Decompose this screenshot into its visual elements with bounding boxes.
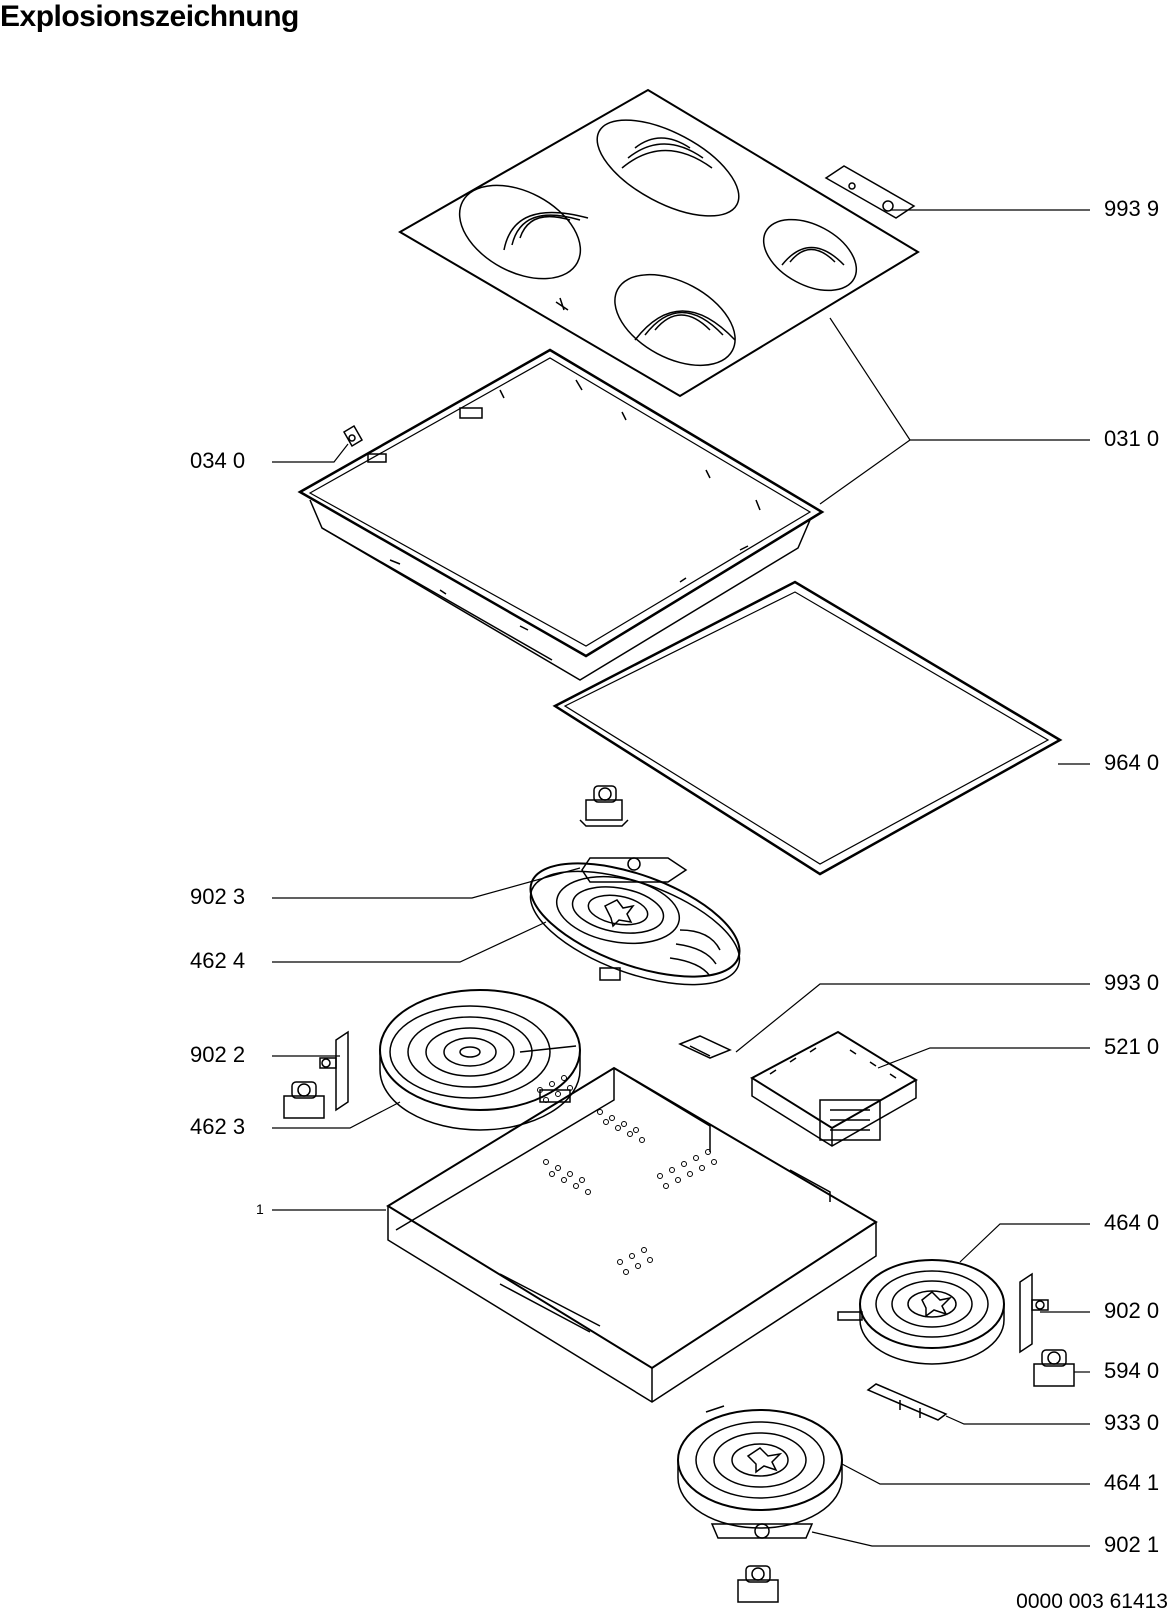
label-1: 1 xyxy=(256,1201,264,1217)
label-462-4: 462 4 xyxy=(190,948,246,973)
leader-lines xyxy=(272,209,1090,1547)
label-594-0: 594 0 xyxy=(1104,1358,1160,1383)
heater-462-3 xyxy=(379,989,581,1131)
part-034-0 xyxy=(342,424,364,448)
page-title: Explosionszeichnung xyxy=(0,0,299,33)
thermostat-top xyxy=(579,785,629,827)
label-902-0: 902 0 xyxy=(1104,1298,1160,1323)
frame xyxy=(297,348,825,681)
bracket-902-2 xyxy=(319,1030,349,1112)
bracket-902-3 xyxy=(581,857,688,883)
label-902-3: 902 3 xyxy=(190,884,246,909)
part-993-0 xyxy=(678,1035,732,1059)
control-unit-521-0 xyxy=(750,1030,918,1147)
heater-464-0 xyxy=(837,1259,1005,1365)
label-993-9: 993 9 xyxy=(1104,196,1160,221)
sensor-933-0 xyxy=(866,1383,948,1421)
heater-464-1 xyxy=(677,1405,843,1529)
label-462-3: 462 3 xyxy=(190,1114,246,1139)
bracket-902-1 xyxy=(710,1523,814,1539)
label-993-0: 993 0 xyxy=(1104,970,1160,995)
thermostat-left xyxy=(283,1081,325,1119)
label-464-0: 464 0 xyxy=(1104,1210,1160,1235)
base-tray xyxy=(386,1066,878,1403)
label-521-0: 521 0 xyxy=(1104,1034,1160,1059)
heater-462-4 xyxy=(529,862,741,986)
glass-ceramic-top xyxy=(398,88,920,398)
document-number: 0000 003 61413 xyxy=(1016,1590,1168,1613)
bracket-902-0 xyxy=(1019,1272,1049,1354)
label-464-1: 464 1 xyxy=(1104,1470,1160,1495)
vent-holes xyxy=(537,1075,717,1275)
label-902-1: 902 1 xyxy=(1104,1532,1160,1557)
thermostat-594-0 xyxy=(1033,1349,1075,1387)
label-964-0: 964 0 xyxy=(1104,750,1160,775)
label-902-2: 902 2 xyxy=(190,1042,246,1067)
gasket xyxy=(552,580,1063,876)
label-034-0: 034 0 xyxy=(190,448,246,473)
thermostat-bottom xyxy=(737,1565,779,1603)
part-993-9 xyxy=(824,165,916,219)
label-933-0: 933 0 xyxy=(1104,1410,1160,1435)
label-031-0: 031 0 xyxy=(1104,426,1160,451)
